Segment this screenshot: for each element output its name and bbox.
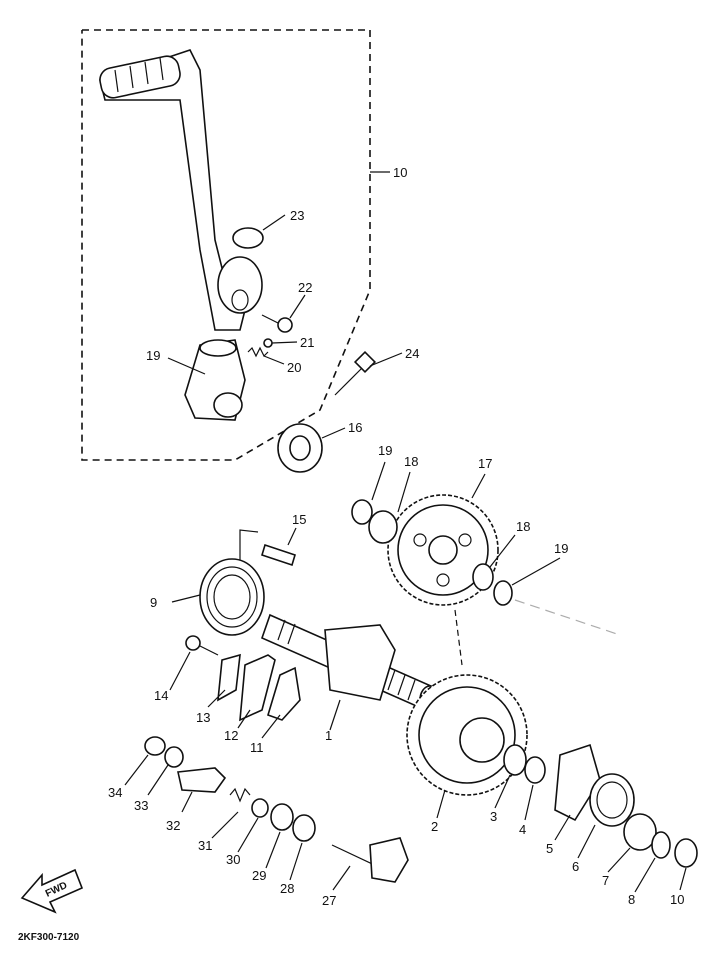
callout-8: 8 <box>628 892 635 907</box>
callout-14: 14 <box>154 688 168 703</box>
part-22-spring <box>247 346 269 358</box>
part-8-washer <box>651 831 671 859</box>
callout-1: 1 <box>325 728 332 743</box>
callout-10: 10 <box>670 892 684 907</box>
callout-16: 16 <box>348 420 362 435</box>
part-17-idler-gear <box>387 494 499 606</box>
fwd-arrow-icon: FWD <box>20 868 84 914</box>
callout-19-left: 19 <box>378 443 392 458</box>
callout-31: 31 <box>198 838 212 853</box>
callout-labels: 10 23 22 21 20 19 24 16 19 18 17 18 19 1… <box>108 165 684 908</box>
callout-18-left: 18 <box>404 454 418 469</box>
callout-28: 28 <box>280 881 294 896</box>
callout-6: 6 <box>572 859 579 874</box>
leader-lines <box>124 171 687 893</box>
callout-7: 7 <box>602 873 609 888</box>
part-4-clip <box>524 756 546 784</box>
part-31-spring <box>229 787 251 803</box>
kick-assembly-boundary <box>81 29 371 461</box>
part-24-bolt <box>261 314 293 333</box>
callout-22: 20 <box>287 360 301 375</box>
part-23-ball <box>263 338 273 348</box>
callout-13: 13 <box>196 710 210 725</box>
part-19-clip-left <box>351 499 373 525</box>
part-10-clip <box>674 838 698 868</box>
callout-5: 5 <box>546 841 553 856</box>
kick-lever <box>99 49 263 331</box>
drawing-code: 2KF300-7120 <box>18 932 80 943</box>
callout-2: 2 <box>431 819 438 834</box>
callout-11: 11 <box>250 740 264 755</box>
part-18-washer-right <box>472 563 494 591</box>
part-33-washer <box>164 746 184 768</box>
part-15-pin <box>261 543 296 567</box>
callout-15: 15 <box>292 512 306 527</box>
part-21-kick-boss <box>184 339 246 421</box>
part-6-compression-spring <box>589 773 635 827</box>
part-30-washer <box>251 798 269 818</box>
callout-24: 22 <box>298 280 312 295</box>
part-29-washer <box>270 803 294 831</box>
callout-32: 32 <box>166 818 180 833</box>
part-14-bolt <box>185 635 219 656</box>
part-12-plate <box>239 654 276 722</box>
callout-29: 29 <box>252 868 266 883</box>
callout-27: 27 <box>322 893 336 908</box>
part-34-nut <box>144 736 166 756</box>
part-27-lever-shaft <box>331 837 409 883</box>
part-25-cap <box>232 227 264 249</box>
part-16-oil-seal <box>277 423 323 473</box>
callout-25: 23 <box>290 208 304 223</box>
part-5-spring-guide <box>554 743 601 822</box>
part-13-plate <box>217 653 241 702</box>
part-11-plate <box>267 666 301 721</box>
callout-20: 10 <box>393 165 407 180</box>
callout-3: 3 <box>490 809 497 824</box>
callout-17: 17 <box>478 456 492 471</box>
part-3-washer <box>503 744 527 776</box>
callout-4: 4 <box>519 822 526 837</box>
part-19-clip-right <box>493 580 513 606</box>
part-7-washer <box>623 813 657 851</box>
callout-30: 30 <box>226 852 240 867</box>
callout-23: 21 <box>300 335 314 350</box>
callout-26: 24 <box>405 346 419 361</box>
part-26-bolt <box>334 350 377 396</box>
callout-18-right: 18 <box>516 519 530 534</box>
callout-9: 9 <box>150 595 157 610</box>
callout-21: 19 <box>146 348 160 363</box>
part-28-seal <box>292 814 316 842</box>
part-32-bracket <box>177 767 227 793</box>
shaft-stub <box>514 599 621 636</box>
part-18-washer-left <box>368 510 398 544</box>
part-9-torsion-spring <box>199 529 265 636</box>
callout-12: 12 <box>224 728 238 743</box>
callout-34: 34 <box>108 785 122 800</box>
callout-33: 33 <box>134 798 148 813</box>
part-2-kick-gear <box>406 674 528 796</box>
callout-19-right: 19 <box>554 541 568 556</box>
